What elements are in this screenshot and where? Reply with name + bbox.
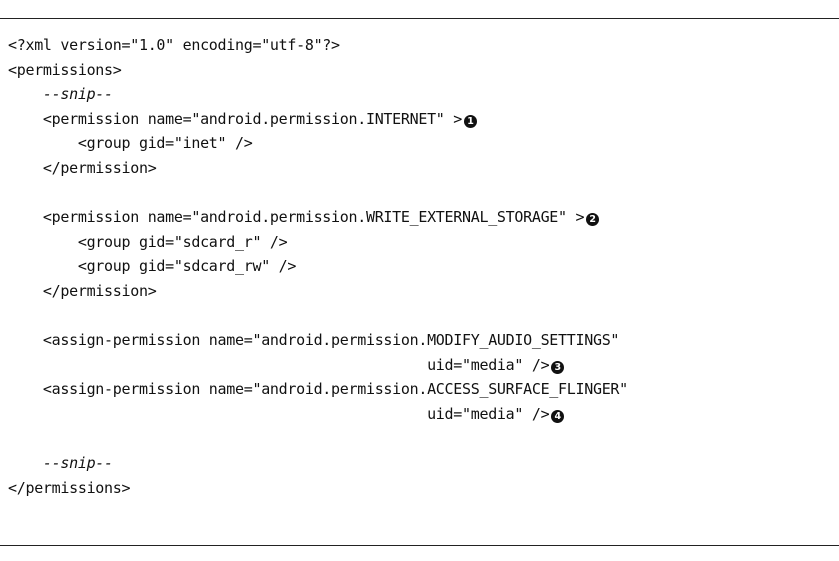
code-line: uid="media" />3 xyxy=(8,353,628,378)
code-line: </permissions> xyxy=(8,476,628,501)
code-line: </permission> xyxy=(8,156,628,181)
code-text: <group gid="inet" /> xyxy=(8,134,253,153)
code-text: <permission name="android.permission.INT… xyxy=(8,109,463,128)
code-text: <permissions> xyxy=(8,60,122,79)
code-text: <group gid="sdcard_r" /> xyxy=(8,232,288,251)
code-line: --snip-- xyxy=(8,451,628,476)
code-text: </permissions> xyxy=(8,478,131,497)
code-line: </permission> xyxy=(8,279,628,304)
code-line: <permissions> xyxy=(8,58,628,83)
callout-number-1: 1 xyxy=(464,114,478,128)
code-line: <group gid="sdcard_r" /> xyxy=(8,230,628,255)
code-line: --snip-- xyxy=(8,82,628,107)
snip-marker: --snip-- xyxy=(8,85,113,104)
code-line: <group gid="sdcard_rw" /> xyxy=(8,254,628,279)
code-line xyxy=(8,181,628,206)
top-rule xyxy=(0,18,839,19)
code-line: <group gid="inet" /> xyxy=(8,131,628,156)
code-line xyxy=(8,304,628,329)
code-text: <permission name="android.permission.WRI… xyxy=(8,208,585,227)
code-text: uid="media" /> xyxy=(8,404,550,423)
code-line: <assign-permission name="android.permiss… xyxy=(8,377,628,402)
code-block: <?xml version="1.0" encoding="utf-8"?> <p… xyxy=(8,33,628,500)
code-text: </permission> xyxy=(8,281,157,300)
code-line: <permission name="android.permission.INT… xyxy=(8,107,628,132)
code-line: uid="media" />4 xyxy=(8,402,628,427)
callout-number-4: 4 xyxy=(551,409,565,423)
code-text: <assign-permission name="android.permiss… xyxy=(8,380,628,399)
code-text: <group gid="sdcard_rw" /> xyxy=(8,257,297,276)
code-line: <permission name="android.permission.WRI… xyxy=(8,205,628,230)
callout-number-2: 2 xyxy=(586,213,600,227)
code-text: </permission> xyxy=(8,158,157,177)
code-text: <assign-permission name="android.permiss… xyxy=(8,331,620,350)
code-line: <assign-permission name="android.permiss… xyxy=(8,328,628,353)
code-line: <?xml version="1.0" encoding="utf-8"?> xyxy=(8,33,628,58)
code-text: uid="media" /> xyxy=(8,355,550,374)
code-text: <?xml version="1.0" encoding="utf-8"?> xyxy=(8,36,340,54)
snip-marker: --snip-- xyxy=(8,454,113,473)
bottom-rule xyxy=(0,545,839,546)
code-line xyxy=(8,427,628,452)
callout-number-3: 3 xyxy=(551,360,565,374)
